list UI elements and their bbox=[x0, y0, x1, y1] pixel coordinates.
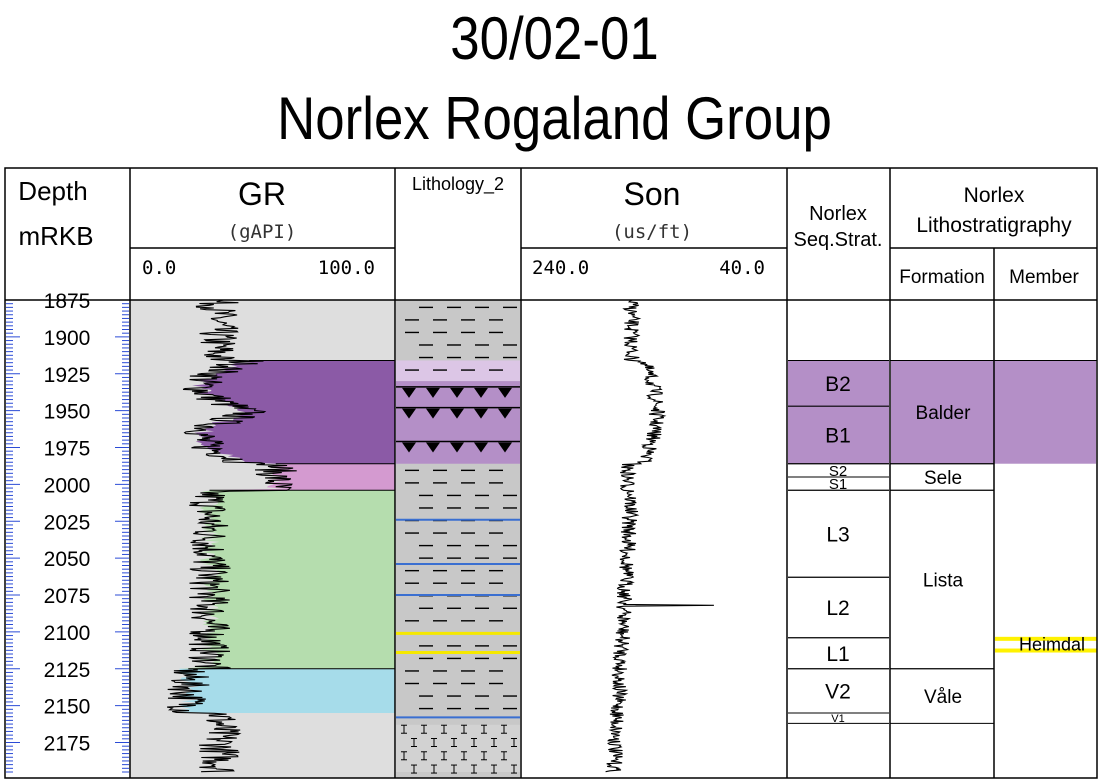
seqstrat-label: L1 bbox=[826, 643, 849, 666]
depth-header-line1: Depth bbox=[18, 176, 87, 206]
lithology-header: Lithology_2 bbox=[412, 174, 504, 195]
lithology-tuff-triangle bbox=[474, 387, 488, 398]
depth-label: 1875 bbox=[44, 290, 91, 313]
depth-label: 2025 bbox=[44, 511, 91, 534]
member-label: Heimdal bbox=[1019, 635, 1085, 655]
formation-label: Sele bbox=[924, 468, 962, 489]
gr-zone-fills bbox=[177, 359, 395, 713]
seqstrat-label: S2 bbox=[829, 463, 847, 480]
son-header-name: Son bbox=[624, 176, 681, 212]
son-scale-left: 240.0 bbox=[532, 257, 589, 279]
seqstrat-unit-fill bbox=[788, 360, 889, 407]
chart-title-group: Norlex Rogaland Group bbox=[277, 85, 832, 152]
depth-label: 2100 bbox=[44, 622, 91, 645]
depth-label: 2125 bbox=[44, 659, 91, 682]
gr-zone-fill bbox=[180, 490, 395, 669]
lithology-tuff-triangle bbox=[498, 387, 512, 398]
depth-label: 1900 bbox=[44, 327, 91, 350]
seqstrat-label: L2 bbox=[826, 597, 849, 620]
seqstrat-label: V1 bbox=[831, 713, 844, 725]
seqstrat-label: S1 bbox=[829, 476, 847, 493]
litho-header-line1: Norlex bbox=[964, 184, 1025, 207]
seqstrat-header-line1: Norlex bbox=[809, 203, 867, 225]
formation-label: Våle bbox=[924, 687, 962, 708]
lithology-tuff-triangle bbox=[498, 442, 512, 453]
depth-header-line2: mRKB bbox=[18, 221, 93, 251]
depth-label: 2150 bbox=[44, 696, 91, 719]
depth-label: 2050 bbox=[44, 548, 91, 571]
seqstrat-label: L3 bbox=[826, 523, 849, 546]
lithology-tuff-triangle bbox=[426, 442, 440, 453]
formation-header: Formation bbox=[899, 267, 985, 288]
lithology-tuff-triangle bbox=[450, 408, 464, 419]
lithology-marl bbox=[396, 724, 520, 772]
seqstrat-label: B1 bbox=[825, 425, 851, 448]
depth-track: 1875 1900 1925 1950 1975 2000 2025 2050 2075 2100… bbox=[6, 290, 129, 777]
lithology-tuff-triangle bbox=[450, 387, 464, 398]
gr-zone-fill bbox=[203, 463, 395, 491]
seqstrat-label: V2 bbox=[825, 680, 851, 703]
member-header: Member bbox=[1009, 267, 1079, 288]
litho-header-line2: Lithostratigraphy bbox=[916, 214, 1072, 237]
gr-zone-fill bbox=[192, 360, 395, 464]
lithology-tuff-triangle bbox=[450, 442, 464, 453]
member-marker bbox=[995, 648, 1097, 653]
member-marker bbox=[995, 636, 1097, 641]
son-header-unit: (us/ft) bbox=[612, 221, 692, 243]
member-track: Heimdal bbox=[995, 635, 1097, 655]
gr-header-unit: (gAPI) bbox=[228, 221, 297, 243]
lithology-tuff-triangle bbox=[402, 408, 416, 419]
depth-label: 2000 bbox=[44, 474, 91, 497]
seqstrat-label: B2 bbox=[825, 373, 851, 396]
son-scale-right: 40.0 bbox=[719, 257, 765, 279]
gr-scale-left: 0.0 bbox=[142, 257, 176, 279]
son-curve bbox=[605, 299, 714, 773]
lithology-tuff-triangle bbox=[426, 408, 440, 419]
lithology-tuff-triangle bbox=[402, 387, 416, 398]
depth-label: 1925 bbox=[44, 364, 91, 387]
depth-label: 1975 bbox=[44, 438, 91, 461]
lithology-tuff-pale bbox=[396, 360, 520, 382]
gr-scale-right: 100.0 bbox=[318, 257, 375, 279]
lithology-tuff-triangle bbox=[402, 442, 416, 453]
depth-label: 2175 bbox=[44, 733, 91, 756]
gr-header-name: GR bbox=[238, 176, 286, 212]
chart-title-well: 30/02-01 bbox=[450, 5, 659, 72]
lithology-tuff-triangle bbox=[426, 387, 440, 398]
lithology-tuff-triangle bbox=[474, 408, 488, 419]
lithology-tuff-triangle bbox=[474, 442, 488, 453]
lithology-track bbox=[396, 300, 520, 778]
depth-label: 1950 bbox=[44, 401, 91, 424]
track-frame bbox=[4, 167, 1098, 779]
depth-background bbox=[6, 300, 129, 777]
depth-label: 2075 bbox=[44, 585, 91, 608]
gr-curve bbox=[167, 299, 297, 773]
formation-label: Balder bbox=[916, 403, 972, 424]
seqstrat-header-line2: Seq.Strat. bbox=[794, 229, 883, 251]
seqstrat-unit-fill bbox=[788, 406, 889, 464]
gr-zone-fill bbox=[177, 668, 395, 713]
lithology-tuff-triangle bbox=[498, 408, 512, 419]
formation-label: Lista bbox=[923, 571, 964, 592]
